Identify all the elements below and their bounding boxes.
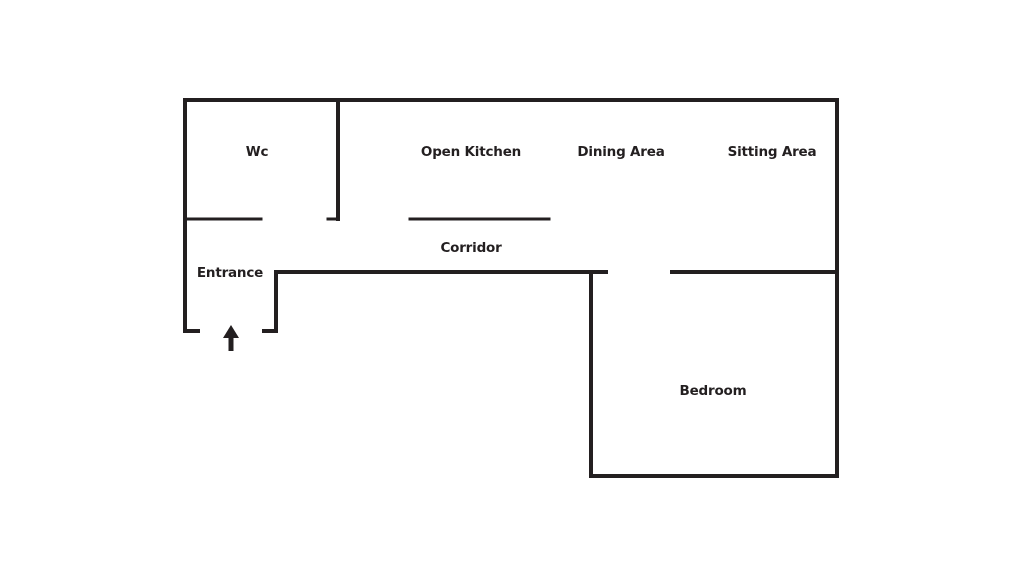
room-label-open-kitchen: Open Kitchen [420,144,522,160]
room-label-dining-area: Dining Area [577,144,665,160]
room-label-wc: Wc [245,144,269,160]
room-label-corridor: Corridor [440,240,502,256]
corridor-wall [262,270,608,333]
room-label-sitting-area: Sitting Area [727,144,817,160]
outer-wall [183,98,839,478]
room-label-entrance: Entrance [196,265,264,281]
arrow-up-icon [223,325,239,351]
room-label-bedroom: Bedroom [679,383,747,399]
